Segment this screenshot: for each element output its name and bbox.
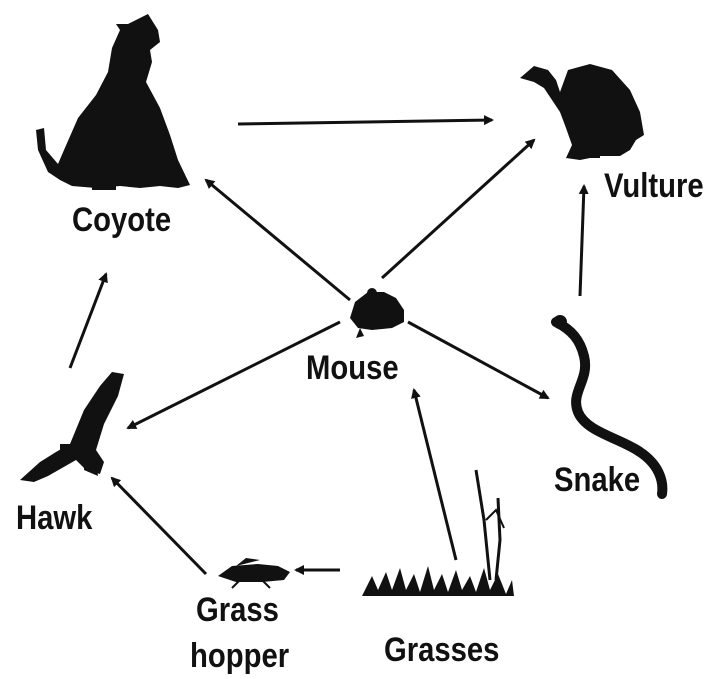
label-snake: Snake bbox=[554, 460, 640, 500]
arrow-hawk-to-coyote bbox=[70, 274, 106, 368]
mouse-icon bbox=[350, 288, 404, 338]
arrow-snake-to-vulture bbox=[580, 186, 584, 296]
label-grasses: Grasses bbox=[384, 630, 499, 670]
arrow-mouse-to-snake bbox=[408, 322, 548, 398]
vulture-icon bbox=[520, 64, 644, 160]
label-coyote: Coyote bbox=[72, 200, 171, 240]
arrow-grasshopper-to-hawk bbox=[112, 478, 206, 574]
label-hawk: Hawk bbox=[16, 498, 92, 538]
grasshopper-icon bbox=[218, 558, 290, 588]
arrows bbox=[70, 120, 584, 574]
coyote-icon bbox=[36, 14, 190, 190]
label-mouse: Mouse bbox=[306, 348, 399, 388]
arrow-grasses-to-mouse bbox=[414, 390, 456, 560]
label-grasshopper-line2: hopper bbox=[190, 636, 289, 676]
label-vulture: Vulture bbox=[604, 166, 704, 206]
arrow-mouse-to-vulture bbox=[382, 140, 534, 278]
arrow-mouse-to-coyote bbox=[206, 180, 350, 300]
label-grasshopper-line1: Grass bbox=[196, 590, 279, 630]
arrow-coyote-to-vulture bbox=[238, 120, 492, 124]
hawk-icon bbox=[20, 372, 124, 482]
